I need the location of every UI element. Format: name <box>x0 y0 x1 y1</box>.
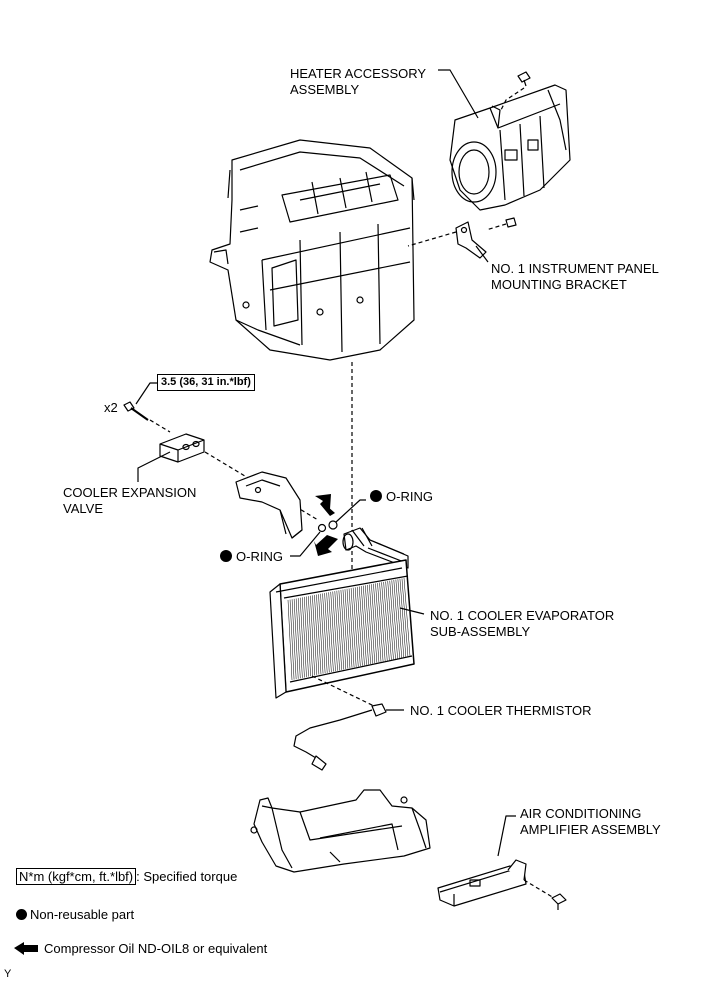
legend-non-reusable-text: Non-reusable part <box>30 907 135 922</box>
oil-arrow-lower <box>314 535 338 556</box>
oil-arrow-upper <box>315 494 335 516</box>
label-amplifier: AIR CONDITIONING AMPLIFIER ASSEMBLY <box>520 806 661 837</box>
figure-code: Y <box>4 968 12 980</box>
callout-amplifier <box>497 815 516 857</box>
label-evaporator: NO. 1 COOLER EVAPORATOR SUB-ASSEMBLY <box>430 608 615 639</box>
amplifier-assembly <box>437 859 527 907</box>
callout-evaporator <box>399 607 425 615</box>
label-thermistor: NO. 1 COOLER THERMISTOR <box>410 703 592 718</box>
leader-amplifier-screw <box>523 879 555 899</box>
o-ring-part-lower <box>317 523 327 533</box>
callout-o-ring-upper <box>335 499 366 523</box>
screw-heater-accessory <box>517 71 531 87</box>
legend-torque: N*m (kgf*cm, ft.*lbf): Specified torque <box>16 868 238 885</box>
bolt-expansion-valve <box>123 401 149 421</box>
label-o-ring-upper: O-RING <box>386 489 433 504</box>
lower-housing <box>250 789 431 873</box>
callout-torque <box>135 382 158 405</box>
callout-bracket <box>475 245 489 263</box>
non-reusable-dot-icon <box>16 909 27 920</box>
label-instrument-bracket: NO. 1 INSTRUMENT PANEL MOUNTING BRACKET <box>491 261 659 292</box>
non-reusable-marker-upper <box>370 490 382 502</box>
leader-bolt <box>149 419 171 433</box>
screw-amplifier <box>551 893 567 910</box>
label-o-ring-lower: O-RING <box>236 549 283 564</box>
callout-heater-accessory <box>438 69 479 119</box>
torque-spec-box: 3.5 (36, 31 in.*lbf) <box>157 374 255 391</box>
cooler-thermistor <box>293 703 387 771</box>
label-qty: x2 <box>104 400 118 415</box>
callout-o-ring-lower <box>290 531 321 557</box>
legend-oil: Compressor Oil ND-OIL8 or equivalent <box>44 941 268 956</box>
leader-bracket-screw <box>485 223 507 231</box>
leader-bracket-to-body <box>407 231 457 247</box>
legend-oil-arrow-icon <box>14 942 38 955</box>
cooler-expansion-valve <box>159 433 205 463</box>
evaporator-fins <box>287 577 411 681</box>
heater-accessory-part <box>449 84 571 211</box>
callout-expansion-valve <box>137 451 171 482</box>
label-heater-accessory: HEATER ACCESSORY ASSEMBLY <box>290 66 427 97</box>
legend-torque-text: : Specified torque <box>136 869 238 884</box>
pipe-bracket <box>235 471 303 539</box>
screw-bracket <box>505 217 517 228</box>
non-reusable-marker-lower <box>220 550 232 562</box>
heater-unit-body <box>209 139 415 361</box>
leader-thermistor <box>311 675 375 707</box>
leader-heater-screw <box>499 87 525 113</box>
legend-torque-unit: N*m (kgf*cm, ft.*lbf) <box>16 868 137 885</box>
label-expansion-valve: COOLER EXPANSION VALVE <box>63 485 197 516</box>
o-ring-part-upper <box>328 520 338 530</box>
legend-non-reusable: Non-reusable part <box>16 907 134 923</box>
evaporator-pipes <box>342 527 409 569</box>
